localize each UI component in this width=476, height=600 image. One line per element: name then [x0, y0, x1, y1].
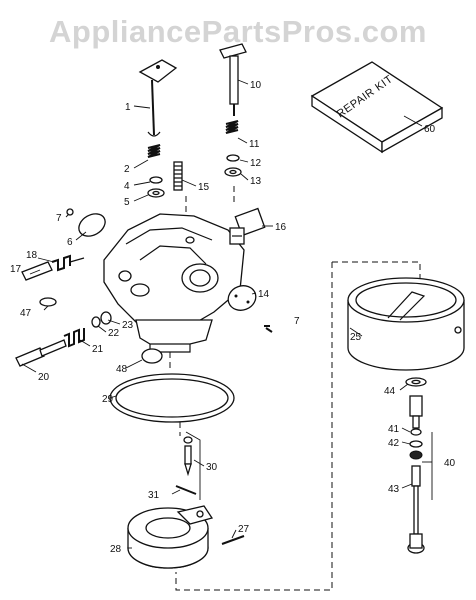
part-label-27: 27	[238, 524, 250, 535]
part-label-18: 18	[26, 250, 38, 261]
carburetor-body	[103, 213, 245, 353]
part-label-29: 29	[102, 394, 114, 405]
part-label-15: 15	[198, 182, 210, 193]
bowl-gasket-part	[109, 373, 235, 423]
fuel-fitting-part	[229, 207, 266, 245]
part-label-48: 48	[116, 364, 128, 375]
part-label-16: 16	[275, 222, 287, 233]
part-label-22: 22	[108, 328, 120, 339]
part-label-12: 12	[250, 158, 262, 169]
part-label-25: 25	[350, 332, 362, 343]
bowl-nut-washer-part	[405, 377, 427, 387]
part-label-60: 60	[424, 124, 436, 135]
part-label-20: 20	[38, 372, 50, 383]
part-label-31: 31	[148, 490, 160, 501]
main-jet-assembly-part	[407, 395, 425, 554]
leader-lines	[21, 79, 433, 549]
throttle-shaft-part	[138, 59, 178, 137]
part-label-30: 30	[206, 462, 218, 473]
part-label-21: 21	[92, 344, 104, 355]
throttle-plate-part	[66, 208, 106, 237]
idle-screw-part	[173, 161, 183, 191]
part-label-47: 47	[20, 308, 32, 319]
part-label-40: 40	[444, 458, 456, 469]
part-label-14: 14	[258, 289, 270, 300]
part-label-17: 17	[10, 264, 22, 275]
part-label-41: 41	[388, 424, 400, 435]
choke-shaft-part	[219, 43, 247, 116]
connection-lines	[169, 186, 421, 591]
part-label-6: 6	[67, 237, 73, 248]
part-label-43: 43	[388, 484, 400, 495]
inlet-needle-part	[175, 436, 197, 495]
part-label-13: 13	[250, 176, 262, 187]
part-label-10: 10	[250, 80, 262, 91]
part-label-42: 42	[388, 438, 400, 449]
throttle-spring-part	[147, 144, 161, 158]
part-label-7a: 7	[56, 213, 62, 224]
part-label-44: 44	[384, 386, 396, 397]
part-label-7b: 7	[294, 316, 300, 327]
main-mixture-screw-part	[15, 311, 112, 367]
repair-kit-box: REPAIR KIT	[310, 61, 444, 154]
part-label-2: 2	[124, 164, 130, 175]
o-ring-part	[39, 297, 57, 307]
shaft-washers	[147, 154, 242, 198]
part-label-28: 28	[110, 544, 122, 555]
float-bowl-part	[347, 277, 465, 371]
float-pin-part	[221, 535, 245, 545]
part-label-1: 1	[125, 102, 131, 113]
float-part	[127, 505, 214, 569]
part-label-4: 4	[124, 181, 130, 192]
part-label-11: 11	[249, 139, 260, 150]
choke-spring-part	[225, 120, 239, 134]
site-watermark: AppliancePartsPros.com	[49, 14, 427, 49]
bowl-o-ring-part	[141, 348, 163, 364]
part-number-labels: 1 10 60 2 4 5 11 12 13 15 7 6 16 18 17 1…	[10, 80, 456, 555]
part-label-5: 5	[124, 197, 130, 208]
part-label-23: 23	[122, 320, 134, 331]
